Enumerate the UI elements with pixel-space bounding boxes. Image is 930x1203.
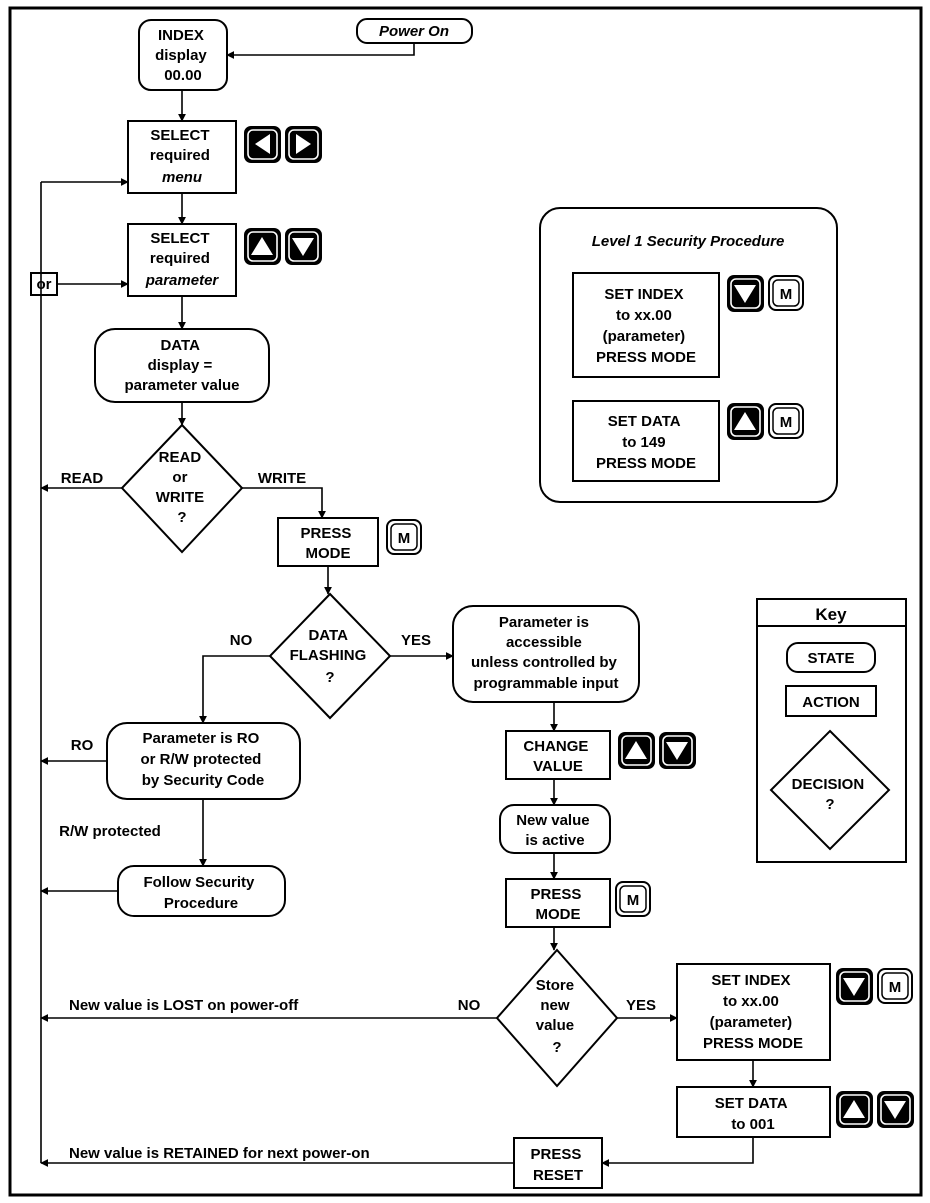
mode-key-icon: M [768,275,804,311]
press-reset-label: PRESS RESET [530,1146,585,1184]
select-parameter-label: SELECT required parameter [145,230,220,289]
ro-label: RO [71,737,94,754]
page-frame [8,6,923,1197]
store-yes-label: YES [626,997,656,1014]
set-index-action [676,963,831,1061]
mode-key-icon: M [615,881,651,917]
flashing-yes-label: YES [401,632,431,649]
data-flashing-decision [268,592,392,720]
press-mode-action-2 [505,878,611,928]
up-arrow-key-icon [836,1091,873,1128]
up-arrow-key-icon [727,403,764,440]
power-on-label: Power On [379,23,449,40]
change-value-action [505,730,611,780]
left-arrow-key-icon [244,126,281,163]
mode-key-icon: M [877,968,913,1004]
svg-text:M: M [780,286,793,303]
down-arrow-key-icon [877,1091,914,1128]
select-parameter-action [127,223,237,297]
svg-text:M: M [398,530,411,547]
change-value-label: CHANGE VALUE [523,738,592,775]
connectors [40,43,757,1167]
retained-label: New value is RETAINED for next power-on [69,1145,370,1162]
index-display-label: INDEX display 00.00 [155,27,211,84]
press-mode-label-2: PRESS MODE [530,886,585,923]
press-mode-label-1: PRESS MODE [300,525,355,562]
up-arrow-key-icon [618,732,655,769]
parameter-ro-label: Parameter is RO or R/W protected by Secu… [140,730,265,789]
up-arrow-key-icon [244,228,281,265]
down-arrow-key-icon [285,228,322,265]
key-decision-label: DECISION ? [792,776,869,813]
svg-text:M: M [889,979,902,996]
security-title: Level 1 Security Procedure [592,233,785,250]
security-set-index-action [572,272,720,378]
or-label: or [37,276,52,293]
read-label: READ [61,470,104,487]
store-value-label: Store new value ? [536,977,579,1056]
mode-key-icon: M [768,403,804,439]
rw-protected-label: R/W protected [59,823,161,840]
security-set-data-action [572,400,720,482]
key-decision-shape [769,729,891,851]
read-write-decision [120,423,244,554]
mode-key-icon: M [386,519,422,555]
lost-label: New value is LOST on power-off [69,997,299,1014]
set-index-label: SET INDEX to xx.00 (parameter) PRESS MOD… [703,972,803,1052]
flashing-no-label: NO [230,632,253,649]
set-data-001-action [676,1086,831,1138]
down-arrow-key-icon [836,968,873,1005]
parameter-accessible-label: Parameter is accessible unless controlle… [471,614,621,692]
security-set-index-label: SET INDEX to xx.00 (parameter) PRESS MOD… [596,286,696,366]
key-action-label: ACTION [802,694,860,711]
store-no-label: NO [458,997,481,1014]
key-action-shape [785,685,877,717]
down-arrow-key-icon [659,732,696,769]
read-write-label: READ or WRITE ? [156,449,209,526]
down-arrow-key-icon [727,275,764,312]
key-legend-title: Key [815,605,847,624]
set-data-001-label: SET DATA to 001 [715,1095,791,1133]
right-arrow-key-icon [285,126,322,163]
select-menu-label: SELECT required menu [150,127,214,186]
svg-text:M: M [780,414,793,431]
new-value-active-label: New value is active [516,812,594,849]
store-value-decision [495,948,619,1088]
data-flashing-label: DATA FLASHING ? [290,627,371,686]
security-set-data-label: SET DATA to 149 PRESS MODE [596,413,696,472]
press-mode-action-1 [277,517,379,567]
write-label: WRITE [258,470,306,487]
key-state-label: STATE [808,650,855,667]
follow-security-label: Follow Security Procedure [143,874,258,912]
key-state-shape [786,642,876,673]
data-display-label: DATA display = parameter value [124,337,239,394]
svg-text:M: M [627,892,640,909]
